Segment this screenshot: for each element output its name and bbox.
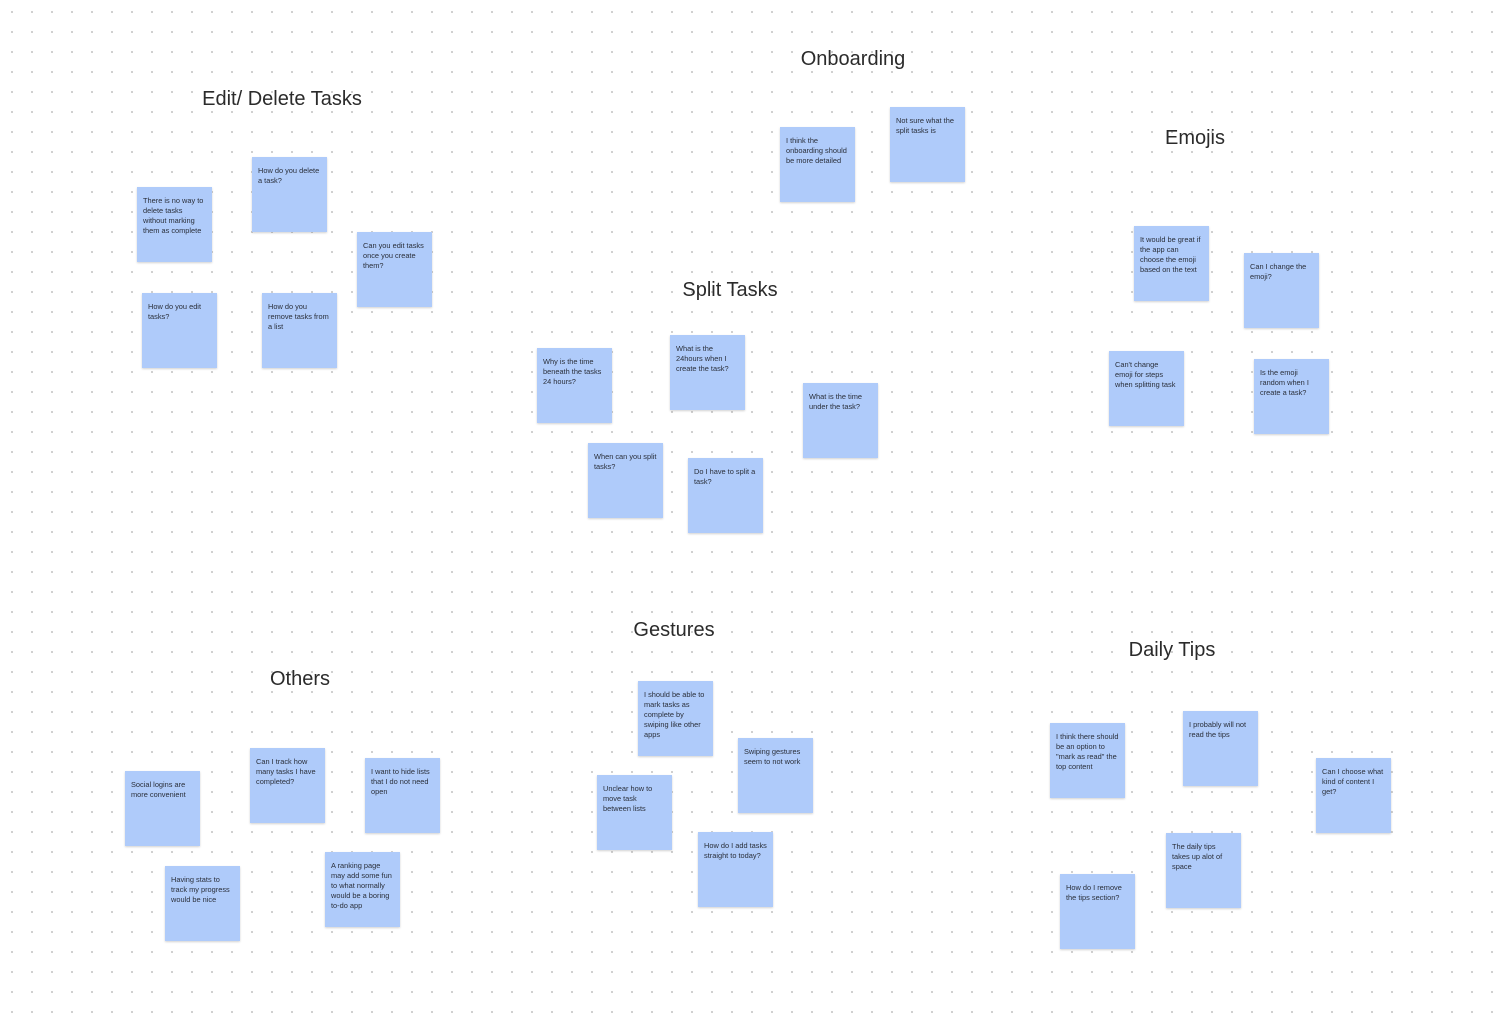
sticky-note[interactable]: Having stats to track my progress would …: [165, 866, 240, 941]
section-title-split-tasks[interactable]: Split Tasks: [682, 279, 778, 301]
sticky-note[interactable]: Not sure what the split tasks is: [890, 107, 965, 182]
sticky-note[interactable]: Unclear how to move task between lists: [597, 775, 672, 850]
sticky-note[interactable]: Swiping gestures seem to not work: [738, 738, 813, 813]
sticky-note[interactable]: How do you edit tasks?: [142, 293, 217, 368]
section-title-others[interactable]: Others: [269, 668, 331, 690]
sticky-note[interactable]: I think there should be an option to "ma…: [1050, 723, 1125, 798]
sticky-note[interactable]: Do I have to split a task?: [688, 458, 763, 533]
sticky-note[interactable]: Why is the time beneath the tasks 24 hou…: [537, 348, 612, 423]
section-title-emojis[interactable]: Emojis: [1164, 127, 1226, 149]
sticky-note[interactable]: I probably will not read the tips: [1183, 711, 1258, 786]
section-title-gestures[interactable]: Gestures: [633, 619, 715, 641]
sticky-note[interactable]: Is the emoji random when I create a task…: [1254, 359, 1329, 434]
sticky-note[interactable]: Can I change the emoji?: [1244, 253, 1319, 328]
sticky-note[interactable]: A ranking page may add some fun to what …: [325, 852, 400, 927]
sticky-note[interactable]: The daily tips takes up alot of space: [1166, 833, 1241, 908]
sticky-note[interactable]: It would be great if the app can choose …: [1134, 226, 1209, 301]
sticky-note[interactable]: When can you split tasks?: [588, 443, 663, 518]
sticky-note[interactable]: How do you delete a task?: [252, 157, 327, 232]
section-title-daily-tips[interactable]: Daily Tips: [1128, 639, 1216, 661]
sticky-note[interactable]: Social logins are more convenient: [125, 771, 200, 846]
sticky-note[interactable]: I think the onboarding should be more de…: [780, 127, 855, 202]
sticky-note[interactable]: I want to hide lists that I do not need …: [365, 758, 440, 833]
sticky-note[interactable]: There is no way to delete tasks without …: [137, 187, 212, 262]
sticky-note[interactable]: Can you edit tasks once you create them?: [357, 232, 432, 307]
sticky-note[interactable]: I should be able to mark tasks as comple…: [638, 681, 713, 756]
sticky-note[interactable]: How do I add tasks straight to today?: [698, 832, 773, 907]
sticky-note[interactable]: What is the 24hours when I create the ta…: [670, 335, 745, 410]
sticky-note[interactable]: What is the time under the task?: [803, 383, 878, 458]
sticky-note[interactable]: Can I track how many tasks I have comple…: [250, 748, 325, 823]
section-title-edit-delete-tasks[interactable]: Edit/ Delete Tasks: [202, 88, 362, 110]
sticky-note[interactable]: Can't change emoji for steps when splitt…: [1109, 351, 1184, 426]
sticky-note[interactable]: How do you remove tasks from a list: [262, 293, 337, 368]
sticky-note[interactable]: How do I remove the tips section?: [1060, 874, 1135, 949]
sticky-note[interactable]: Can I choose what kind of content I get?: [1316, 758, 1391, 833]
section-title-onboarding[interactable]: Onboarding: [800, 48, 906, 70]
